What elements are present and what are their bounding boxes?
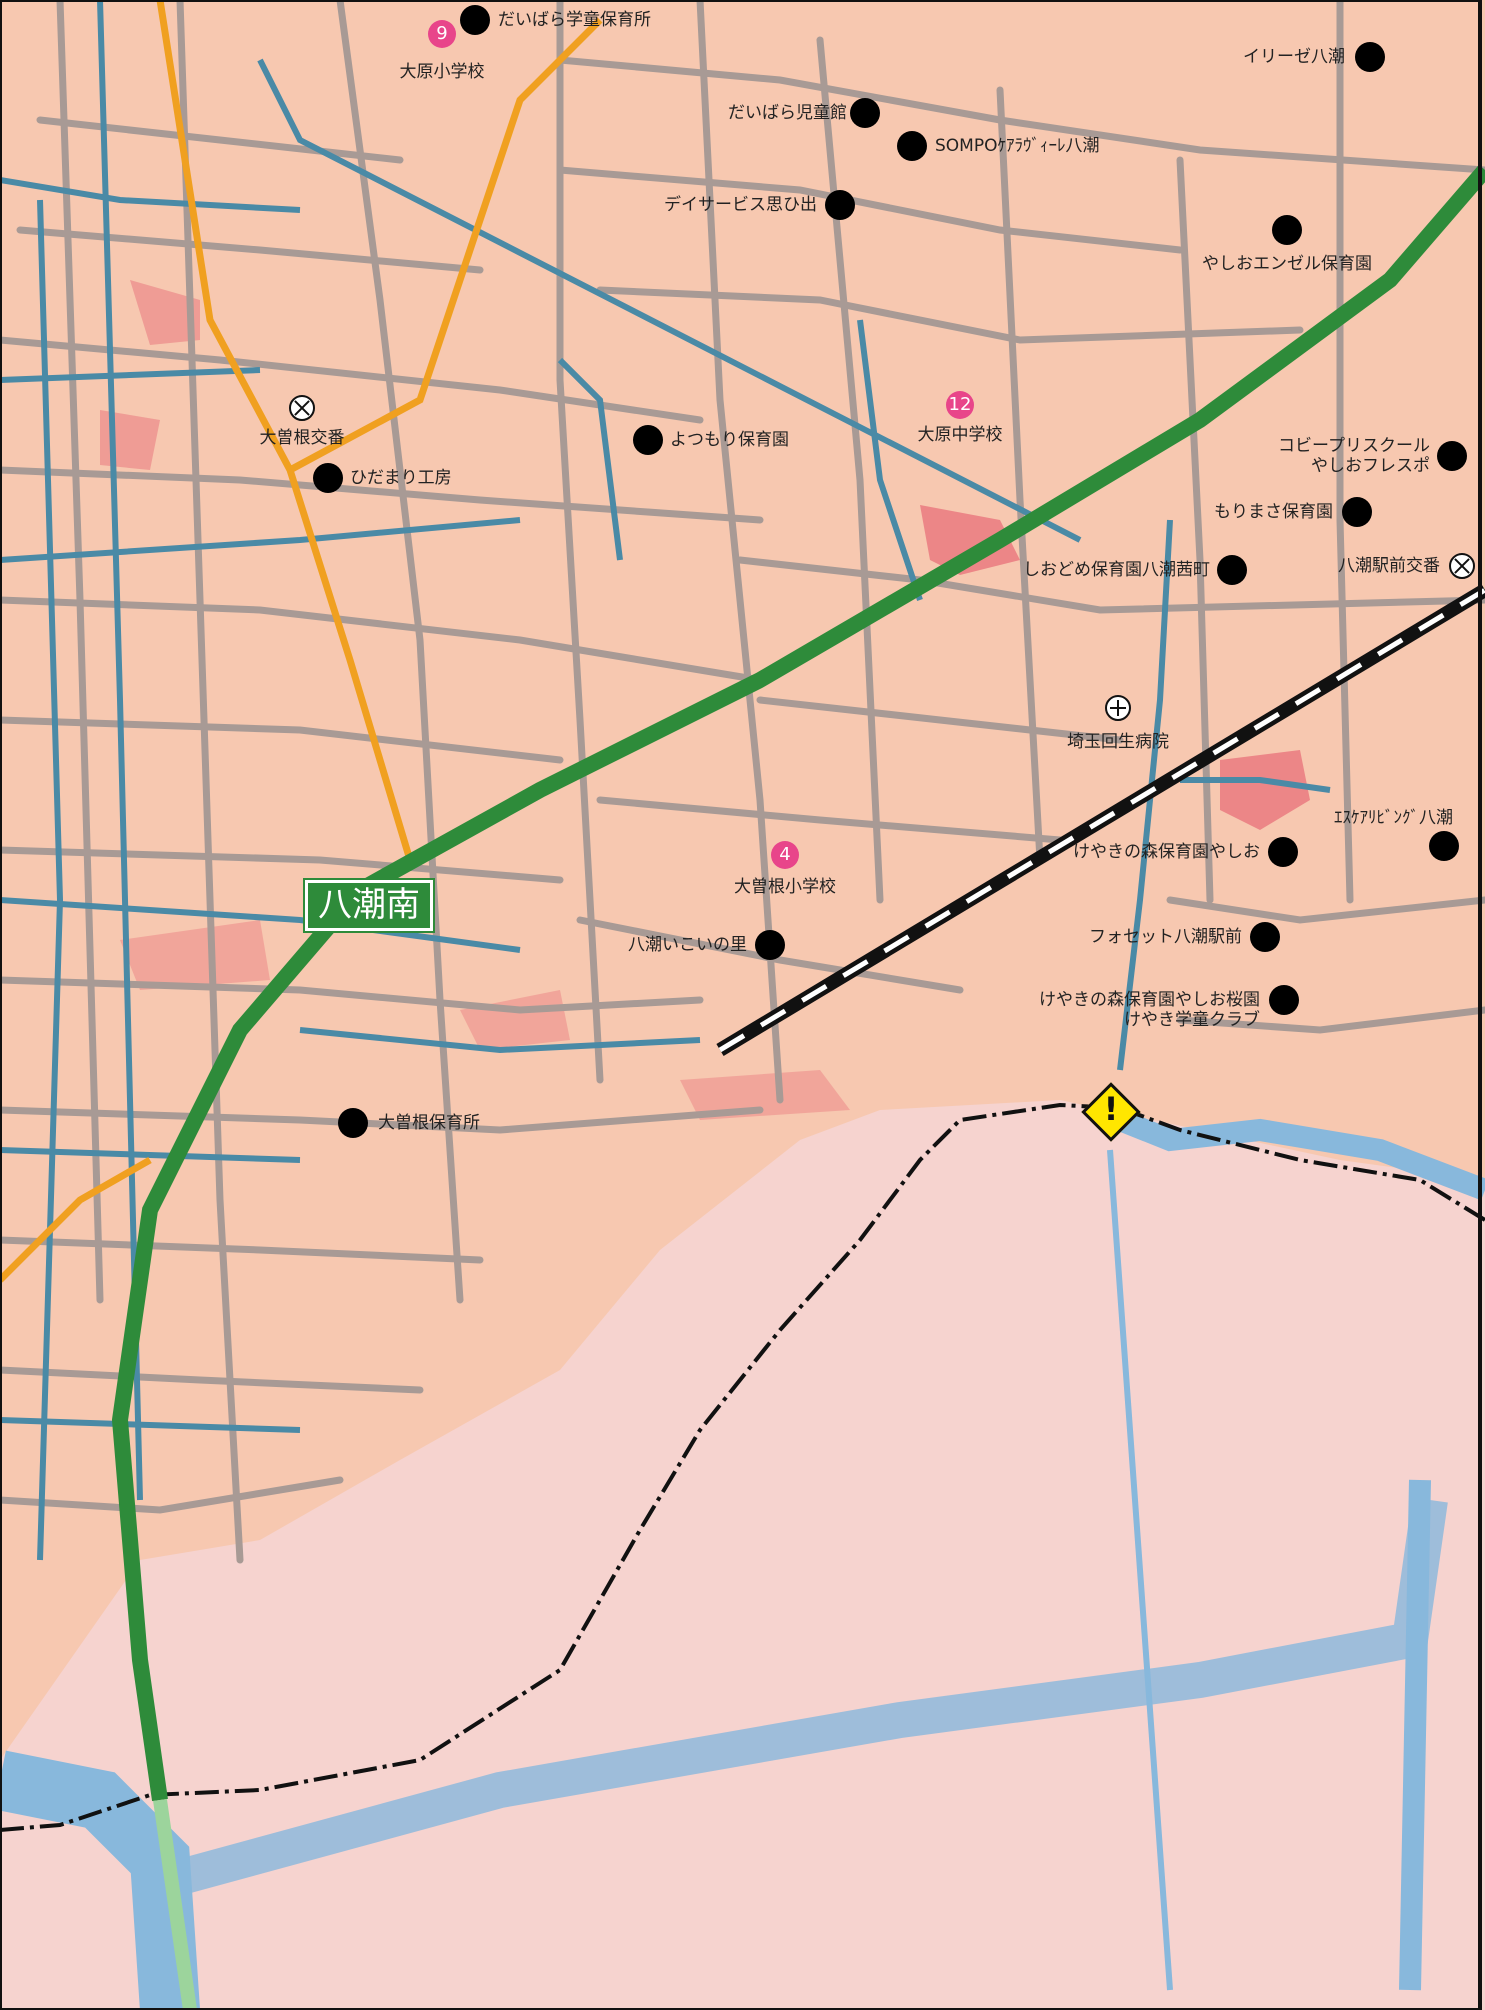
orange-route <box>288 17 603 474</box>
facility-label: けやきの森保育園やしお桜園 けやき学童クラブ <box>1039 990 1260 1031</box>
police-box-label: 八潮駅前交番 <box>1338 556 1440 576</box>
facility-label: ひだまり工房 <box>350 468 452 488</box>
school-number-12[interactable]: 12 <box>946 391 974 419</box>
facility-label: だいばら児童館 <box>728 103 847 123</box>
facility-label: デイサービス思ひ出 <box>664 195 817 215</box>
facility-label: だいばら学童保育所 <box>498 10 651 30</box>
facility-marker[interactable] <box>338 1108 368 1138</box>
facility-marker[interactable] <box>755 930 785 960</box>
flood-area-high <box>680 1070 850 1120</box>
warning-symbol: ! <box>1103 1090 1119 1128</box>
police-box-label: 大曽根交番 <box>259 428 345 448</box>
facility-label: もりまさ保育園 <box>1214 502 1333 522</box>
facility-marker[interactable] <box>460 5 490 35</box>
railway <box>718 587 1485 1053</box>
school-label-12: 大原中学校 <box>917 425 1003 445</box>
facility-label: 大曽根保育所 <box>378 1113 480 1133</box>
facility-marker[interactable] <box>1269 985 1299 1015</box>
facility-marker[interactable] <box>1355 42 1385 72</box>
facility-marker[interactable] <box>1272 215 1302 245</box>
facility-label: けやきの森保育園やしお <box>1073 842 1260 862</box>
waterways <box>0 0 1331 1561</box>
facility-label: イリーゼ八潮 <box>1243 47 1345 67</box>
facility-marker[interactable] <box>1429 831 1459 861</box>
facility-marker[interactable] <box>1437 441 1467 471</box>
facility-label: SOMPOｹｱﾗｳﾞｨｰﾚ八潮 <box>935 136 1100 156</box>
expressway-elevated <box>153 1799 197 2010</box>
flood-area-high <box>1220 750 1310 830</box>
school-label-9: 大原小学校 <box>399 62 485 82</box>
warning-icon[interactable]: ! <box>1081 1082 1141 1142</box>
school-number-9[interactable]: 9 <box>428 20 456 48</box>
flood-zone <box>0 1100 1485 2010</box>
facility-marker[interactable] <box>313 463 343 493</box>
minor-roads <box>0 0 1485 1564</box>
flood-area-high <box>460 990 570 1050</box>
facility-label: フォセット八潮駅前 <box>1089 927 1242 947</box>
hospital-label: 埼玉回生病院 <box>1067 732 1169 752</box>
facility-label: コビープリスクール やしおフレスポ <box>1278 436 1430 477</box>
koban-icon[interactable] <box>1449 553 1475 579</box>
expressway <box>111 164 1485 1802</box>
river <box>1115 1109 1485 1201</box>
river <box>0 1750 200 2010</box>
facility-label: ｴｽｹｱﾘﾋﾞﾝｸﾞ八潮 <box>1334 808 1453 828</box>
school-number-4[interactable]: 4 <box>771 841 799 869</box>
facility-marker[interactable] <box>825 190 855 220</box>
facility-marker[interactable] <box>1268 837 1298 867</box>
facility-marker[interactable] <box>633 425 663 455</box>
orange-route <box>0 1156 152 1283</box>
facility-label: 八潮いこいの里 <box>628 935 747 955</box>
facility-marker[interactable] <box>1250 922 1280 952</box>
hospital-cross-icon[interactable] <box>1105 695 1131 721</box>
boundary-line <box>0 1102 1485 1832</box>
facility-marker[interactable] <box>897 131 927 161</box>
facility-marker[interactable] <box>1217 555 1247 585</box>
facility-marker[interactable] <box>850 98 880 128</box>
school-label-4: 大曽根小学校 <box>734 877 836 897</box>
flood-area-high <box>120 920 270 990</box>
facility-marker[interactable] <box>1342 497 1372 527</box>
river <box>1399 1479 1431 1991</box>
facility-label: やしおエンゼル保育園 <box>1202 254 1372 274</box>
facility-label: しおどめ保育園八潮茜町 <box>1023 560 1210 580</box>
facility-label: よつもり保育園 <box>670 430 789 450</box>
station-label[interactable]: 八潮南 <box>303 877 435 934</box>
koban-icon[interactable] <box>289 395 315 421</box>
flood-area-high <box>130 280 200 345</box>
flood-area-high <box>920 505 1020 575</box>
river <box>1107 1149 1173 1991</box>
